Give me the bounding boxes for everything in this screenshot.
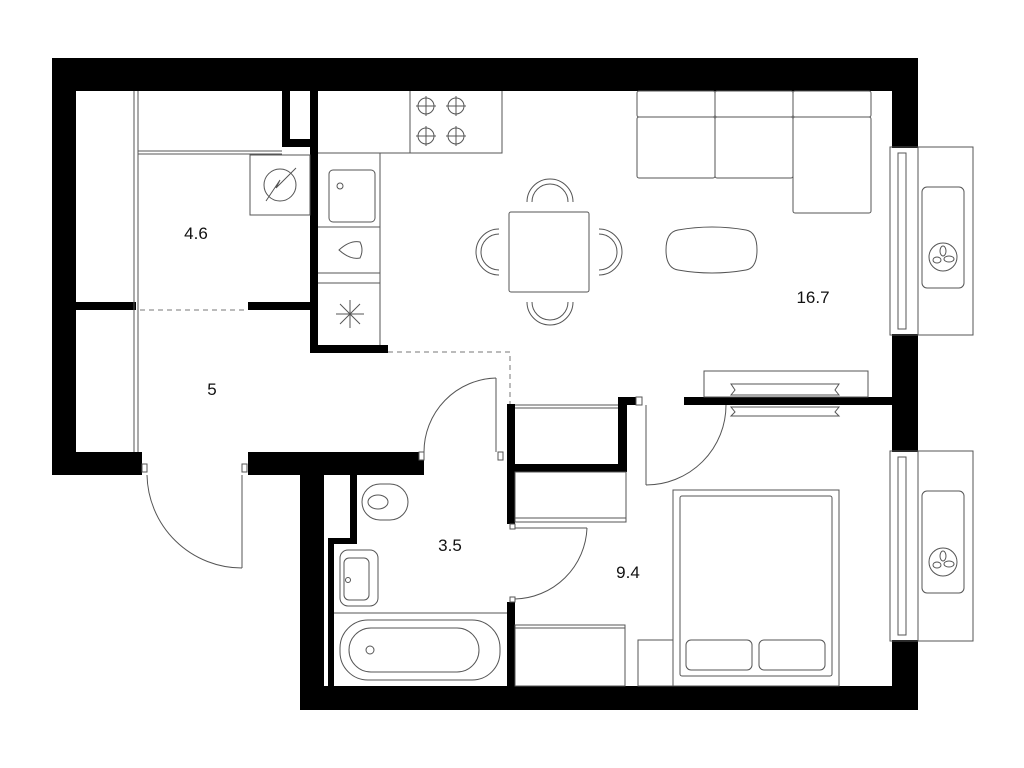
- room-area-bathroom: 3.5: [438, 536, 462, 555]
- window-living: [889, 146, 974, 336]
- tv-stand-icon: [703, 370, 869, 417]
- toilet-icon: [361, 483, 409, 521]
- kitchen-counter: [318, 91, 503, 345]
- room-area-hallway: 5: [207, 380, 217, 399]
- room-area-storage: 4.6: [184, 224, 208, 243]
- window-bedroom: [889, 450, 974, 642]
- walls: [52, 58, 918, 710]
- stove-icon: [416, 96, 466, 146]
- bathtub-icon: [339, 619, 501, 681]
- dining-table-icon: [475, 178, 623, 326]
- room-area-living-kitchen: 16.7: [796, 288, 830, 307]
- kitchen-sink-icon: [328, 169, 376, 223]
- closet: [133, 91, 282, 452]
- refrigerator-icon: [336, 300, 364, 328]
- doors: [146, 377, 727, 600]
- room-area-bedroom: 9.4: [616, 563, 640, 582]
- wardrobe-icon: [514, 404, 627, 523]
- washbasin-icon: [339, 549, 379, 607]
- dishwasher-icon: [338, 241, 363, 259]
- opening-line: [388, 351, 511, 404]
- sofa-icon: [636, 90, 872, 214]
- dresser-icon: [514, 624, 626, 687]
- door-jambs: [141, 396, 643, 603]
- fan-icon: [932, 245, 955, 569]
- double-bed-icon: [637, 489, 840, 687]
- coffee-table-icon: [665, 226, 758, 274]
- water-heater-icon: [249, 154, 311, 216]
